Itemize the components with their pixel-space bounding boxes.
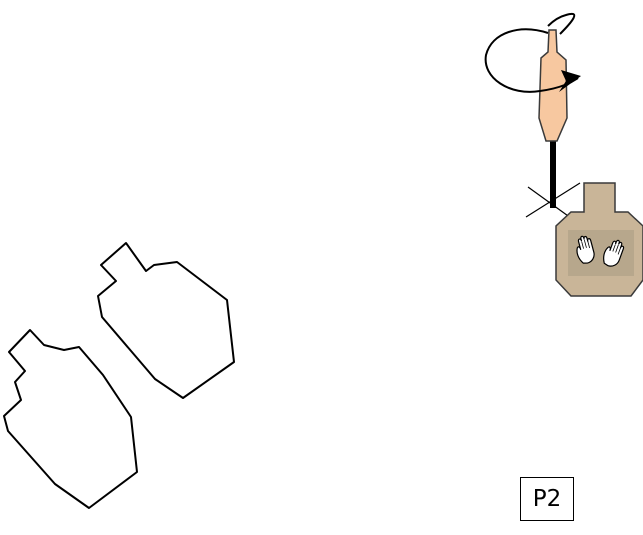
swinging-target [484, 12, 583, 227]
swinging-target-body [538, 29, 568, 142]
rotation-arrow-icon [484, 12, 581, 93]
no-shoot-target-outline-left [3, 329, 138, 509]
no-shoot-target-outline-right [97, 242, 235, 399]
position-label-box: P2 [520, 477, 574, 521]
tan-shoot-target [555, 182, 643, 297]
position-label: P2 [532, 486, 562, 512]
hand-icon [576, 235, 595, 264]
hand-icon [603, 239, 625, 267]
